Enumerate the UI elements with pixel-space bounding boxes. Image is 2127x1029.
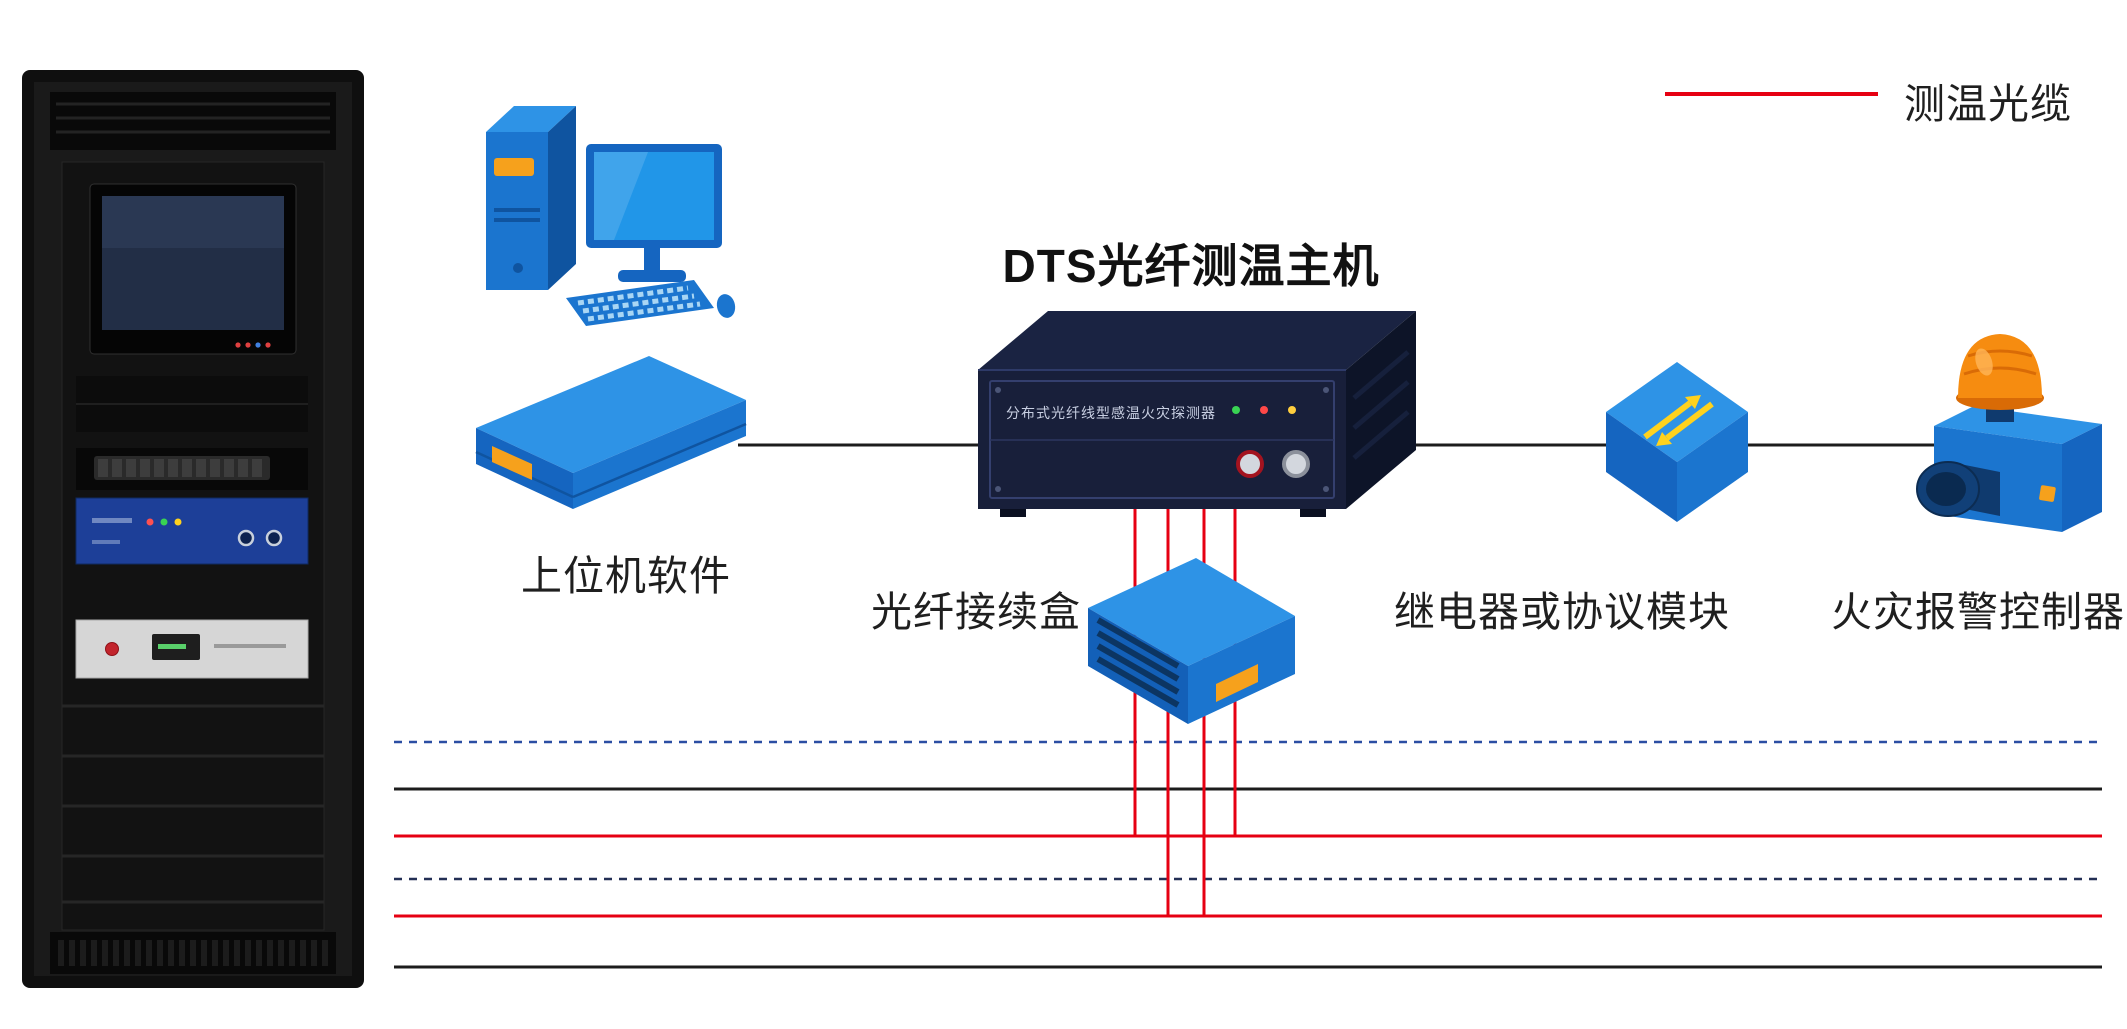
fire-alarm-controller bbox=[1916, 334, 2102, 532]
dts-panel-text: 分布式光纤线型感温火灾探测器 bbox=[1006, 405, 1216, 421]
tower-drive-bay bbox=[494, 158, 534, 176]
dts-side-vents bbox=[1352, 350, 1410, 460]
device-orange-slot bbox=[492, 446, 532, 480]
connector-port bbox=[237, 529, 255, 547]
dts-indicator-leds bbox=[1232, 406, 1296, 414]
host-software-label: 上位机软件 bbox=[521, 553, 731, 599]
power-button-icon bbox=[513, 263, 523, 273]
dts-screws bbox=[995, 387, 1329, 492]
workstation bbox=[486, 106, 736, 326]
splice-box-orange-patch bbox=[1216, 664, 1258, 702]
rack-white-unit bbox=[75, 619, 309, 679]
fire-alarm-label: 火灾报警控制器 bbox=[1831, 589, 2125, 635]
rack-vent-top bbox=[50, 92, 336, 150]
dts-host: 分布式光纤线型感温火灾探测器 bbox=[978, 311, 1416, 517]
dts-top bbox=[978, 311, 1416, 370]
alarm-body-side bbox=[2062, 424, 2102, 532]
led-yellow bbox=[174, 518, 182, 526]
led-red bbox=[146, 518, 154, 526]
splice-box-label: 光纤接续盒 bbox=[871, 589, 1081, 635]
rack-blue-unit bbox=[75, 497, 309, 565]
relay-module bbox=[1606, 362, 1748, 522]
legend-label: 测温光缆 bbox=[1904, 81, 2072, 127]
relay-module-label: 继电器或协议模块 bbox=[1394, 589, 1730, 635]
alarm-orange-button bbox=[2039, 485, 2056, 502]
computer-tower bbox=[486, 106, 576, 290]
server-rack bbox=[22, 70, 364, 988]
rack-panel-dividers bbox=[62, 704, 324, 904]
cable-bus bbox=[394, 740, 2102, 969]
dts-button-mute bbox=[1282, 450, 1310, 478]
exchange-arrows-icon bbox=[1643, 395, 1714, 446]
rack-keyboard-tray bbox=[76, 448, 308, 490]
unit-red-button bbox=[105, 642, 119, 656]
computer-monitor bbox=[586, 144, 722, 282]
splice-box-vents bbox=[1096, 617, 1180, 708]
computer-keyboard bbox=[566, 280, 714, 326]
blue-rack-device bbox=[475, 356, 747, 509]
dts-host-label: DTS光纤测温主机 bbox=[1002, 240, 1380, 292]
connector-port bbox=[265, 529, 283, 547]
alarm-beacon bbox=[1956, 334, 2044, 422]
alarm-body-top bbox=[1934, 406, 2102, 444]
alarm-horn bbox=[1916, 461, 2000, 517]
rack-monitor bbox=[89, 183, 297, 355]
monitor-screen bbox=[594, 152, 714, 240]
computer-mouse bbox=[716, 294, 736, 318]
led-green bbox=[160, 518, 168, 526]
dts-button-reset bbox=[1236, 450, 1264, 478]
fiber-splice-box bbox=[1088, 558, 1295, 724]
rack-vent-bottom bbox=[50, 932, 336, 974]
